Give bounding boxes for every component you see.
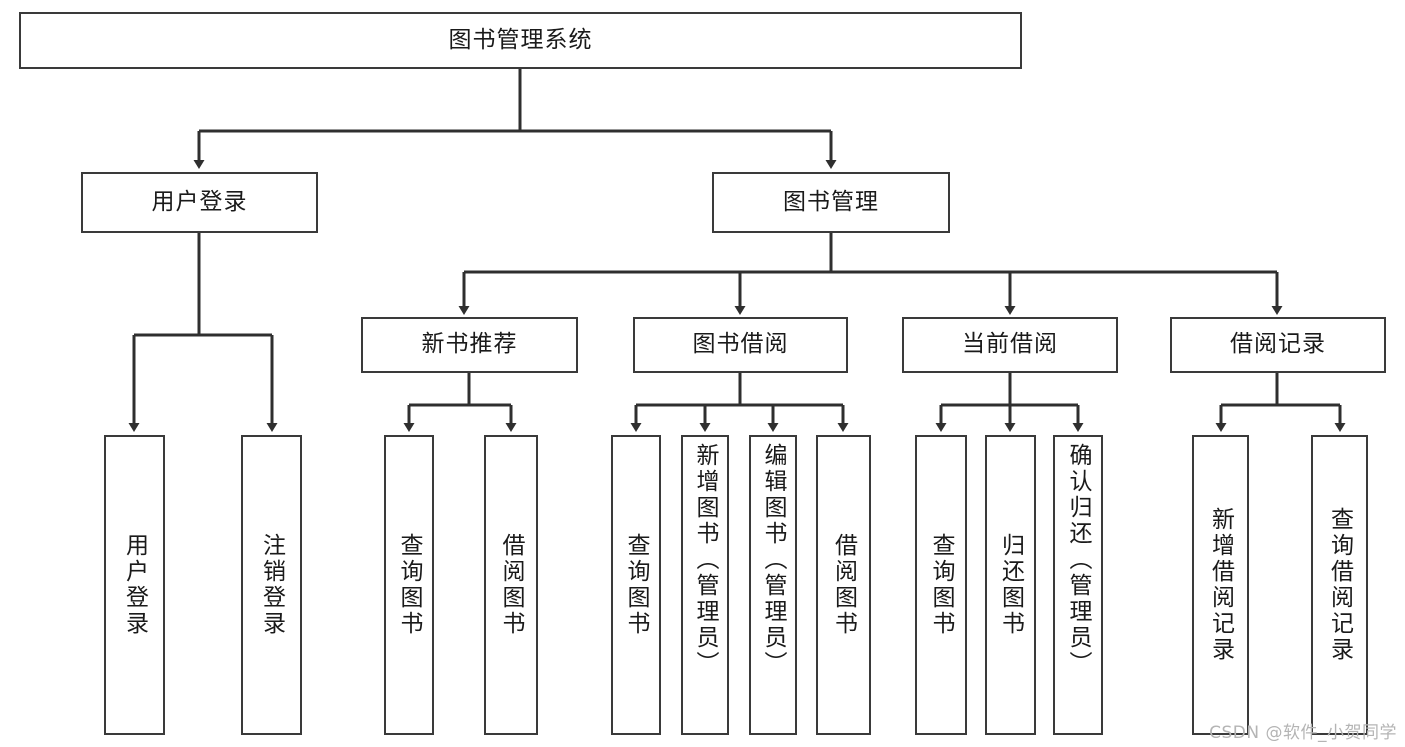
leaf-add-book[interactable]: 新增图书（管理员） bbox=[681, 435, 729, 735]
leaf-add-book-label: 新增图书（管理员） bbox=[692, 443, 718, 677]
leaf-query-book-newbook-label: 查询图书 bbox=[396, 533, 422, 637]
leaf-query-book-current-label: 查询图书 bbox=[928, 533, 954, 637]
leaf-user-login[interactable]: 用户登录 bbox=[104, 435, 165, 735]
node-book-management[interactable]: 图书管理 bbox=[712, 172, 950, 233]
node-root[interactable]: 图书管理系统 bbox=[19, 12, 1022, 69]
leaf-return-book[interactable]: 归还图书 bbox=[985, 435, 1036, 735]
node-book-management-label: 图书管理 bbox=[783, 188, 879, 215]
leaf-borrow-book-borrow-label: 借阅图书 bbox=[830, 533, 857, 637]
node-borrow-record[interactable]: 借阅记录 bbox=[1170, 317, 1386, 373]
leaf-user-login-label: 用户登录 bbox=[121, 533, 148, 637]
leaf-add-borrow-record-label: 新增借阅记录 bbox=[1207, 507, 1234, 663]
leaf-query-book-current[interactable]: 查询图书 bbox=[915, 435, 967, 735]
node-user-login[interactable]: 用户登录 bbox=[81, 172, 318, 233]
leaf-query-borrow-record[interactable]: 查询借阅记录 bbox=[1311, 435, 1368, 735]
leaf-edit-book[interactable]: 编辑图书（管理员） bbox=[749, 435, 797, 735]
leaf-edit-book-label: 编辑图书（管理员） bbox=[760, 443, 786, 677]
leaf-query-book-borrow[interactable]: 查询图书 bbox=[611, 435, 661, 735]
csdn-watermark: CSDN @软件_小贺同学 bbox=[1209, 723, 1397, 743]
leaf-query-book-borrow-label: 查询图书 bbox=[623, 533, 649, 637]
node-user-login-label: 用户登录 bbox=[151, 188, 248, 215]
leaf-confirm-return[interactable]: 确认归还（管理员） bbox=[1053, 435, 1103, 735]
leaf-logout-login-label: 注销登录 bbox=[258, 533, 285, 637]
leaf-borrow-book-borrow[interactable]: 借阅图书 bbox=[816, 435, 871, 735]
leaf-logout-login[interactable]: 注销登录 bbox=[241, 435, 302, 735]
node-current-borrow-label: 当前借阅 bbox=[962, 331, 1058, 358]
node-root-label: 图书管理系统 bbox=[448, 26, 593, 53]
node-new-book-recommend[interactable]: 新书推荐 bbox=[361, 317, 578, 373]
leaf-query-book-newbook[interactable]: 查询图书 bbox=[384, 435, 434, 735]
node-new-book-recommend-label: 新书推荐 bbox=[421, 331, 518, 358]
node-book-borrow-label: 图书借阅 bbox=[692, 331, 789, 358]
leaf-add-borrow-record[interactable]: 新增借阅记录 bbox=[1192, 435, 1249, 735]
leaf-return-book-label: 归还图书 bbox=[997, 533, 1024, 637]
leaf-borrow-book-newbook[interactable]: 借阅图书 bbox=[484, 435, 538, 735]
leaf-confirm-return-label: 确认归还（管理员） bbox=[1065, 443, 1091, 677]
node-borrow-record-label: 借阅记录 bbox=[1230, 331, 1326, 358]
node-book-borrow[interactable]: 图书借阅 bbox=[633, 317, 848, 373]
leaf-borrow-book-newbook-label: 借阅图书 bbox=[498, 533, 524, 637]
node-current-borrow[interactable]: 当前借阅 bbox=[902, 317, 1118, 373]
leaf-query-borrow-record-label: 查询借阅记录 bbox=[1326, 507, 1353, 663]
